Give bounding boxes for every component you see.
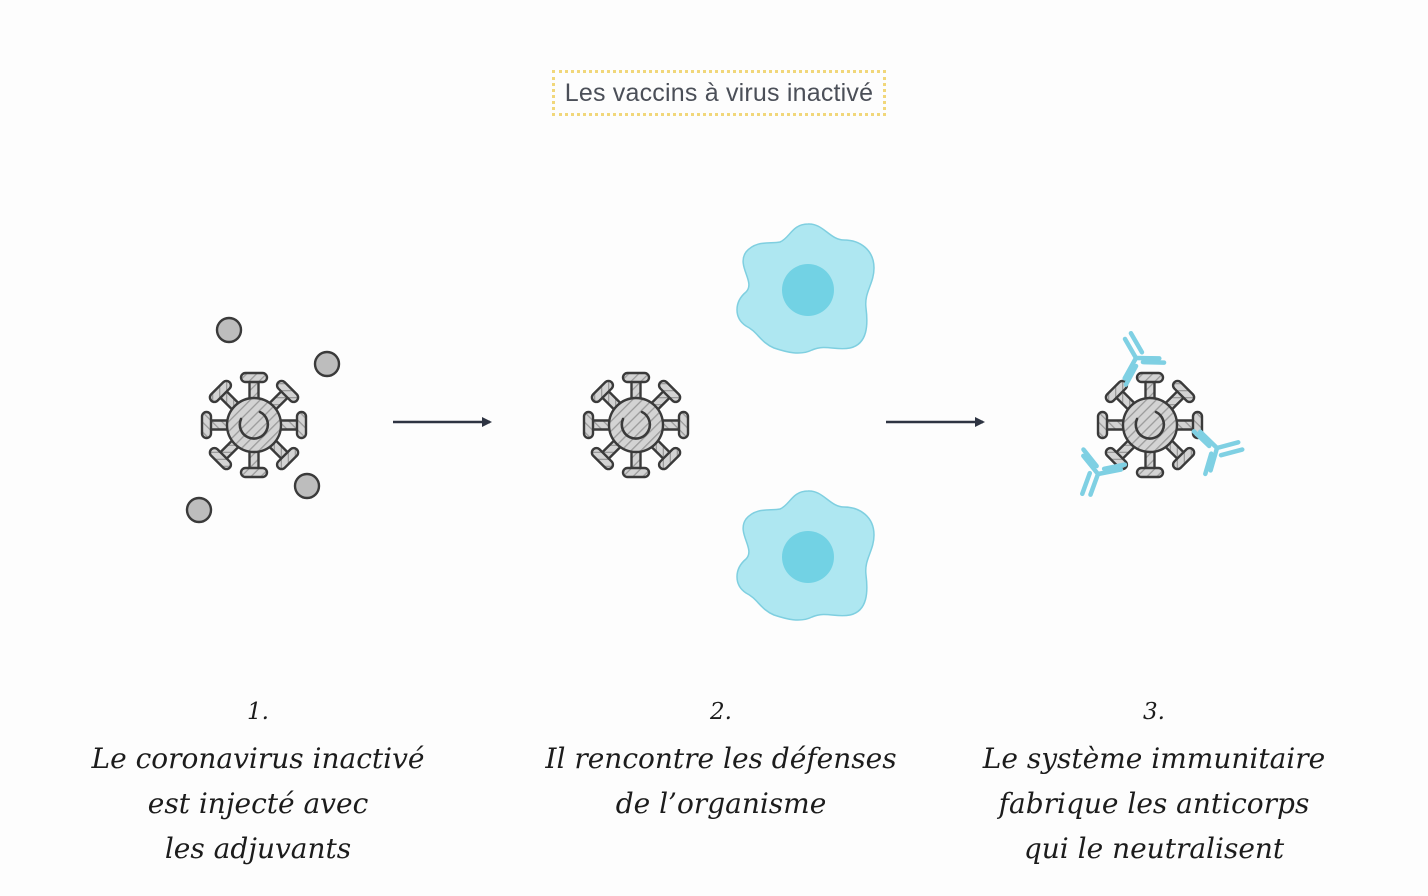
step1-illustration	[185, 316, 341, 524]
step-number: 2.	[710, 699, 732, 725]
step-number: 1.	[247, 699, 269, 725]
immune-cell-icon	[736, 223, 875, 354]
adjuvant-icon	[313, 350, 341, 378]
caption-line: de l’organisme	[615, 787, 827, 820]
virus-icon	[1096, 371, 1204, 479]
caption-line: Il rencontre les défenses	[545, 742, 897, 775]
caption-line: les adjuvants	[164, 832, 352, 865]
diagram-illustration	[185, 223, 1428, 621]
immune-cell-icon	[736, 490, 875, 621]
caption-line: Le coronavirus inactivé	[91, 742, 425, 775]
caption-line: fabrique les anticorps	[998, 787, 1310, 820]
diagram-title: Les vaccins à virus inactivé	[552, 70, 886, 116]
step1-caption: 1. Le coronavirus inactivé est injecté a…	[48, 698, 468, 871]
virus-icon	[200, 371, 308, 479]
caption-line: qui le neutralisent	[1023, 832, 1285, 865]
virus-icon	[582, 371, 690, 479]
step-number: 3.	[1143, 699, 1165, 725]
adjuvant-icon	[185, 496, 213, 524]
caption-line: est injecté avec	[147, 787, 369, 820]
step2-illustration	[582, 223, 875, 621]
adjuvant-icon	[293, 472, 321, 500]
adjuvant-icon	[215, 316, 243, 344]
step2-caption: 2. Il rencontre les défenses de l’organi…	[511, 698, 931, 826]
caption-line: Le système immunitaire	[982, 742, 1326, 775]
step3-illustration	[1069, 326, 1246, 504]
step3-caption: 3. Le système immunitaire fabrique les a…	[944, 698, 1364, 871]
